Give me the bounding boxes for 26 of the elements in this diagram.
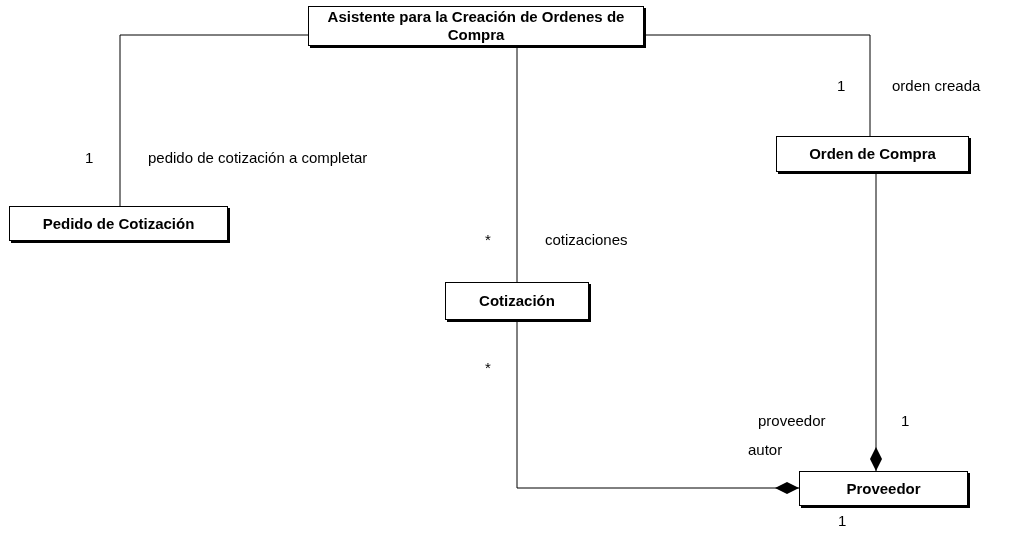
association-line [643,34,871,137]
class-box [9,206,228,241]
class-name: Asistente para la Creación de Ordenes de Compra [326,8,626,44]
role-name: autor [748,441,783,459]
multiplicity: 1 [837,77,846,95]
composition-line [516,319,800,494]
class-box [308,6,644,46]
multiplicity: * [485,231,491,249]
multiplicity: 1 [85,149,94,167]
class-box [776,136,969,172]
association-line [119,34,309,207]
role-name: pedido de cotización a completar [148,149,368,167]
multiplicity: 1 [838,512,847,530]
class-name: Cotización [479,292,555,310]
association-line [516,45,518,283]
multiplicity: * [485,359,491,377]
class-box [445,282,589,320]
class-name: Pedido de Cotización [42,214,195,233]
role-name: cotizaciones [545,231,628,249]
role-name: orden creada [892,77,981,95]
role-name: proveedor [758,412,826,430]
composition-line [870,171,882,472]
class-box [799,471,968,506]
class-name: Orden de Compra [809,145,936,163]
class-name: Proveedor [846,479,921,498]
multiplicity: 1 [901,412,910,430]
